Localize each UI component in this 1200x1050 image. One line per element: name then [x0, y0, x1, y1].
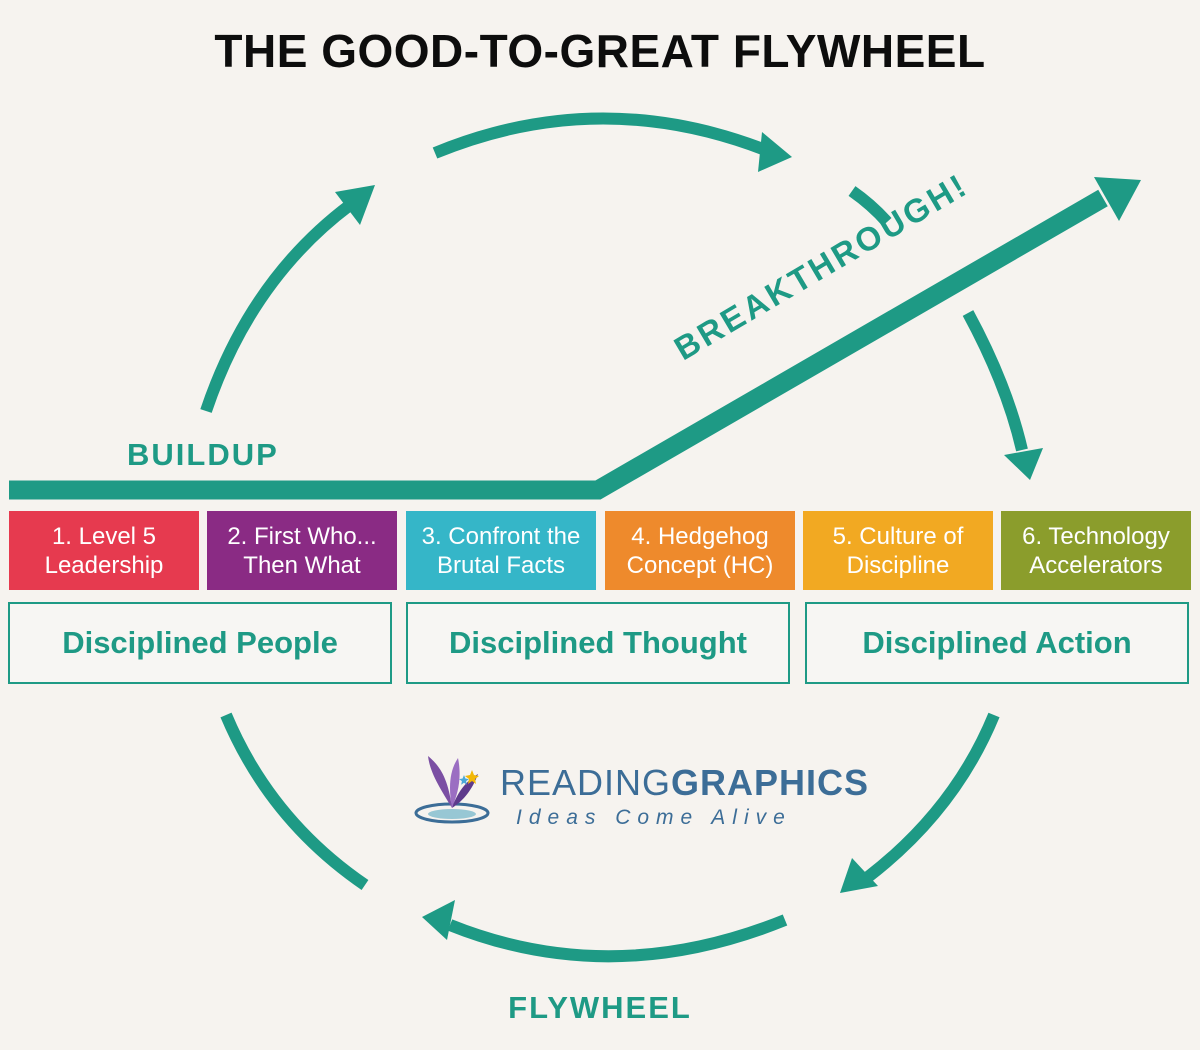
- flywheel-arc-upper-right-short: [848, 186, 892, 227]
- concept-line-1: 3. Confront the: [421, 522, 581, 550]
- logo-tagline: Ideas Come Alive: [516, 806, 792, 829]
- group-disciplined-thought: Disciplined Thought: [406, 602, 790, 684]
- concept-line-1: 5. Culture of: [832, 522, 964, 550]
- flywheel-arc-lower-left: [220, 712, 369, 890]
- flywheel-arc-lower-right: [864, 712, 1000, 882]
- flywheel-arrowhead-bottom: [422, 900, 455, 940]
- flywheel-arc-right: [962, 310, 1028, 452]
- concept-line-1: 4. Hedgehog: [631, 522, 769, 550]
- flywheel-arc-upper-left: [200, 200, 354, 413]
- logo-wordmark: READINGGRAPHICS: [500, 762, 869, 804]
- group-disciplined-action: Disciplined Action: [805, 602, 1189, 684]
- concept-line-2: Leadership: [44, 551, 164, 579]
- logo-wordmark-bold: GRAPHICS: [671, 762, 870, 803]
- concept-line-1: 2. First Who...: [227, 522, 377, 550]
- flywheel-arrowhead-right: [1004, 448, 1043, 480]
- breakthrough-arrowhead: [1094, 177, 1141, 221]
- flywheel-label: FLYWHEEL: [508, 990, 692, 1025]
- buildup-label: BUILDUP: [127, 437, 279, 472]
- readinggraphics-logo: READINGGRAPHICS Ideas Come Alive: [412, 748, 868, 838]
- discipline-groups: Disciplined People Disciplined Thought D…: [8, 602, 1192, 686]
- buildup-line: [9, 189, 1108, 500]
- concept-line-1: 6. Technology: [1022, 522, 1170, 550]
- concept-line-2: Concept (HC): [626, 551, 774, 579]
- flywheel-arc-bottom: [447, 914, 788, 963]
- concept-line-2: Accelerators: [1029, 551, 1163, 579]
- flywheel-arrowhead-upper-left: [335, 185, 375, 225]
- readinggraphics-logo-mark: [414, 756, 490, 824]
- page-title: THE GOOD-TO-GREAT FLYWHEEL: [214, 25, 986, 77]
- flywheel-arrowhead-top: [758, 132, 792, 172]
- concept-line-1: 1. Level 5: [51, 522, 157, 550]
- concept-line-2: Discipline: [846, 551, 950, 579]
- flywheel-arc-top: [432, 112, 771, 159]
- concept-first-who: 2. First Who...Then What: [207, 511, 397, 590]
- logo-wordmark-light: READING: [500, 762, 672, 803]
- flywheel-arrowhead-lower-right: [840, 858, 878, 893]
- group-disciplined-people: Disciplined People: [8, 602, 392, 684]
- concept-line-2: Brutal Facts: [436, 551, 566, 579]
- concept-line-2: Then What: [243, 551, 361, 579]
